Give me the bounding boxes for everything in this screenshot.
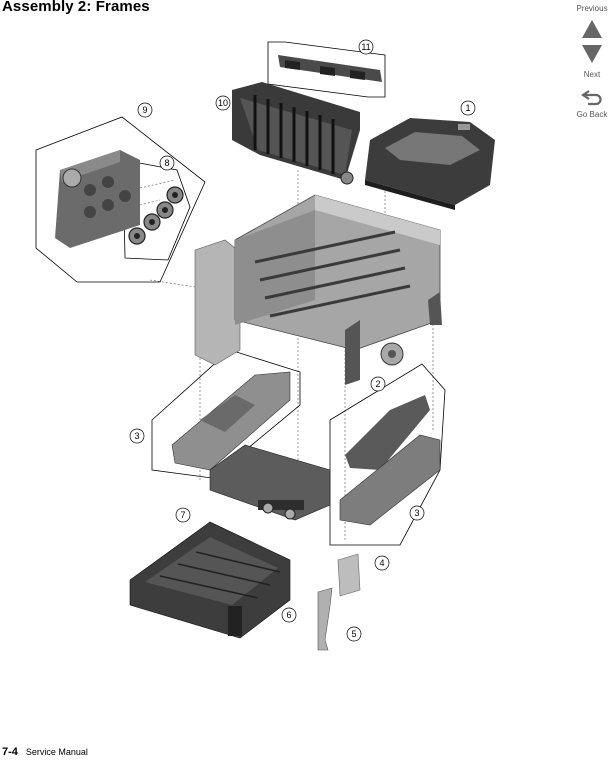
svg-text:7: 7 — [180, 510, 185, 520]
previous-label: Previous — [576, 4, 608, 13]
go-back-link[interactable]: Go Back — [568, 110, 608, 119]
callout-1: 1 — [460, 100, 476, 116]
part-5-sensor — [317, 587, 333, 651]
part-3-left-frame — [171, 371, 291, 471]
part-9-gear-drive — [55, 150, 140, 248]
return-arrow-icon — [581, 90, 602, 106]
svg-text:2: 2 — [375, 379, 380, 389]
go-back-button[interactable] — [568, 88, 608, 106]
exploded-assembly-diagram: 1 2 3 3 4 5 6 7 — [35, 39, 495, 651]
callout-4: 4 — [374, 555, 390, 571]
page-title: Assembly 2: Frames — [2, 0, 150, 15]
callout-11: 11 — [358, 39, 374, 55]
next-link[interactable]: Next — [568, 70, 608, 79]
svg-text:11: 11 — [361, 42, 370, 52]
svg-text:9: 9 — [142, 105, 147, 115]
svg-text:3: 3 — [134, 431, 139, 441]
triangle-up-icon — [582, 20, 602, 38]
svg-text:10: 10 — [218, 98, 228, 108]
go-back-label: Go Back — [576, 110, 608, 119]
svg-text:6: 6 — [286, 610, 291, 620]
next-button[interactable] — [568, 44, 608, 64]
previous-link[interactable]: Previous — [568, 4, 608, 13]
main-frame — [194, 194, 442, 385]
page-footer: 7-4 Service Manual — [2, 746, 88, 758]
part-6-transfer-belt — [129, 521, 291, 639]
part-2-motor — [380, 342, 404, 366]
part-1-top-unit — [365, 118, 495, 210]
svg-text:3: 3 — [414, 508, 419, 518]
triangle-down-icon — [582, 45, 602, 63]
part-4-bracket — [337, 553, 361, 597]
callout-9: 9 — [137, 102, 153, 118]
svg-text:1: 1 — [465, 103, 470, 113]
part-7-paper-path — [209, 444, 331, 521]
svg-text:5: 5 — [351, 629, 356, 639]
callout-labels: 1 2 3 3 4 5 6 7 — [129, 39, 476, 642]
part-3-right-frame — [339, 395, 441, 526]
callout-8: 8 — [159, 155, 175, 171]
next-label: Next — [583, 70, 601, 79]
callout-2: 2 — [370, 376, 386, 392]
callout-6: 6 — [281, 607, 297, 623]
page-number: 7-4 — [2, 746, 18, 758]
callout-10: 10 — [215, 95, 231, 111]
callout-3-left: 3 — [129, 428, 145, 444]
part-10-fuser — [232, 82, 360, 185]
manual-name: Service Manual — [25, 747, 88, 757]
callout-7: 7 — [175, 507, 191, 523]
svg-text:4: 4 — [379, 558, 384, 568]
svg-text:8: 8 — [164, 158, 169, 168]
callout-3-right: 3 — [409, 505, 425, 521]
part-8-gears — [128, 186, 184, 245]
previous-button[interactable] — [568, 19, 608, 39]
part-11-rail — [278, 55, 382, 82]
callout-5: 5 — [346, 626, 362, 642]
